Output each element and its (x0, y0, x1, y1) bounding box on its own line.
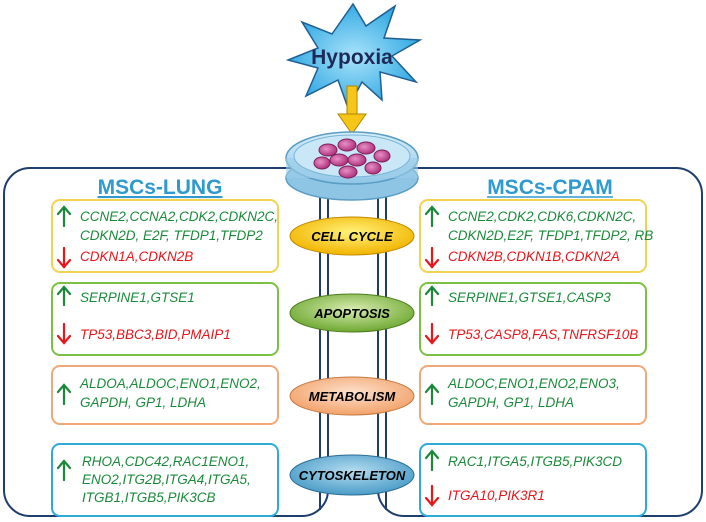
cell-cycle-label: CELL CYCLE (311, 229, 393, 244)
left-panel-title: MSCs-LUNG (98, 176, 223, 199)
up-arrow-icon (56, 285, 72, 307)
metabolism-label: METABOLISM (309, 389, 397, 404)
left-cell-cycle-up-line-2: CDKN2D, E2F, TFDP1,TFDP2 (80, 228, 263, 243)
up-arrow-icon (424, 449, 440, 472)
apoptosis-ellipse (289, 293, 415, 333)
left-cell-cycle-up-line-1: CCNE2,CCNA2,CDK2,CDKN2C, (80, 209, 278, 224)
right-cell-cycle-up-line-1: CCNE2,CDK2,CDK6,CDKN2C, (448, 209, 636, 224)
right-metabolism-up-line-2: GAPDH, GP1, LDHA (448, 395, 574, 410)
up-arrow-icon (56, 205, 72, 228)
down-arrow-icon (424, 322, 440, 345)
left-apoptosis-box (51, 282, 279, 356)
left-cytoskeleton-up-line-3: ITGB1,ITGB5,PIK3CB (82, 490, 216, 505)
down-arrow-icon (56, 246, 72, 269)
left-cell-cycle-down-line-1: CDKN1A,CDKN2B (80, 249, 193, 264)
down-arrow-icon (424, 484, 440, 507)
cytoskeleton-ellipse (289, 454, 415, 496)
right-cytoskeleton-up-line-1: RAC1,ITGA5,ITGB5,PIK3CD (448, 454, 622, 469)
petri-dish-icon (285, 131, 419, 201)
left-metabolism-box (51, 365, 279, 425)
right-cell-cycle-up-line-2: CDKN2D,E2F, TFDP1,TFDP2, RB (448, 228, 653, 243)
right-apoptosis-down-line-1: TP53,CASP8,FAS,TNFRSF10B (448, 327, 638, 342)
left-cytoskeleton-up-line-1: RHOA,CDC42,RAC1ENO1, (82, 454, 249, 469)
up-arrow-icon (56, 383, 72, 406)
down-arrow-icon (424, 246, 440, 269)
apoptosis-label: APOPTOSIS (313, 306, 390, 321)
left-cell-cycle-box (51, 199, 279, 273)
right-metabolism-up-line-1: ALDOC,ENO1,ENO2,ENO3, (447, 376, 620, 391)
down-arrow-icon (56, 322, 72, 345)
right-cytoskeleton-box (419, 443, 647, 517)
right-apoptosis-box (419, 282, 647, 356)
down-arrow-pointer-icon (337, 85, 367, 135)
hypoxia-label: Hypoxia (311, 46, 393, 69)
right-panel-title: MSCs-CPAM (487, 176, 613, 199)
left-cytoskeleton-box (51, 443, 279, 517)
starburst-icon (285, 2, 423, 110)
up-arrow-icon (424, 383, 440, 406)
right-cell-cycle-box (419, 199, 647, 273)
right-apoptosis-up-line-1: SERPINE1,GTSE1,CASP3 (448, 290, 611, 305)
left-metabolism-up-line-2: GAPDH, GP1, LDHA (80, 395, 206, 410)
right-cell-cycle-down-line-1: CDKN2B,CDKN1B,CDKN2A (448, 249, 620, 264)
left-cytoskeleton-up-line-2: ENO2,ITG2B,ITGA4,ITGA5, (82, 472, 251, 487)
up-arrow-icon (424, 285, 440, 307)
up-arrow-icon (424, 205, 440, 228)
left-apoptosis-down-line-1: TP53,BBC3,BID,PMAIP1 (80, 327, 231, 342)
right-metabolism-box (419, 365, 647, 425)
metabolism-ellipse (289, 376, 415, 416)
left-metabolism-up-line-1: ALDOA,ALDOC,ENO1,ENO2, (79, 376, 261, 391)
cytoskeleton-label: CYTOSKELETON (299, 468, 406, 483)
right-cytoskeleton-down-line-1: ITGA10,PIK3R1 (448, 488, 545, 503)
left-apoptosis-up-line-1: SERPINE1,GTSE1 (80, 290, 195, 305)
up-arrow-icon (56, 459, 72, 482)
cell-cycle-ellipse (289, 216, 415, 256)
